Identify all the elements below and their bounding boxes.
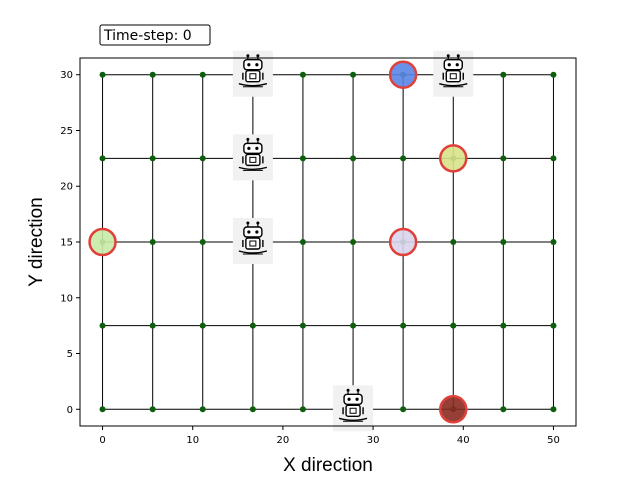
grid-node: [450, 239, 457, 245]
grid-node: [149, 406, 156, 413]
x-axis-label: X direction: [283, 455, 373, 476]
grid-node: [550, 406, 557, 413]
y-tick-label: 10: [60, 293, 73, 304]
grid-node: [199, 155, 206, 162]
grid-node: [500, 406, 507, 413]
grid-node: [500, 239, 507, 245]
y-tick-label: 15: [60, 238, 73, 249]
grid-node: [350, 239, 357, 245]
grid-node: [299, 322, 306, 329]
y-tick-label: 20: [60, 182, 73, 193]
grid-node: [149, 71, 156, 78]
axes: 0 10 20 30 40 50 0 5 10 15 20 25 30: [60, 57, 577, 446]
grid-node: [149, 322, 156, 329]
grid-node: [199, 406, 206, 413]
grid-node: [550, 155, 557, 162]
grid-node: [400, 322, 407, 329]
timestep-text: Time-step: 0: [103, 28, 192, 44]
grid-node: [550, 71, 557, 78]
y-tick-label: 30: [60, 70, 73, 81]
grid-node: [99, 322, 106, 329]
grid-node: [149, 155, 156, 162]
robot-icon: [232, 217, 274, 265]
y-tick-label: 5: [67, 349, 73, 360]
x-tick-label: 20: [277, 435, 290, 446]
grid-node: [99, 406, 106, 413]
grid-node: [500, 155, 507, 162]
grid-node: [199, 71, 206, 78]
y-tick-label: 25: [60, 126, 73, 137]
grid-node: [299, 155, 306, 162]
grid-node: [400, 155, 407, 162]
grid-node: [450, 322, 457, 329]
grid-edges: [102, 74, 554, 410]
grid-node: [550, 322, 557, 329]
x-tick-label: 30: [367, 435, 380, 446]
y-tick-label: 0: [67, 405, 73, 416]
target-circle: [439, 395, 468, 424]
grid-node: [249, 322, 256, 329]
target-circle: [439, 144, 468, 173]
grid-node: [299, 71, 306, 78]
grid-node: [500, 71, 507, 78]
grid-node: [149, 239, 156, 245]
grid-node: [350, 322, 357, 329]
grid-node: [99, 155, 106, 162]
grid-node: [299, 406, 306, 413]
timestep-annotation: Time-step: 0: [99, 24, 211, 46]
grid-node: [199, 322, 206, 329]
grid-node: [350, 71, 357, 78]
y-axis-label: Y direction: [26, 197, 47, 286]
grid-node: [249, 406, 256, 413]
x-tick-label: 50: [547, 435, 560, 446]
grid-node: [299, 239, 306, 245]
target-markers: [88, 60, 468, 424]
target-circle: [388, 60, 418, 89]
grid-node: [400, 406, 407, 413]
grid-node: [199, 239, 206, 245]
target-circle: [88, 227, 117, 257]
grid-node: [500, 322, 507, 329]
x-tick-label: 0: [99, 435, 105, 446]
target-circle: [388, 227, 418, 257]
robot-icon: [332, 384, 374, 432]
grid-node: [350, 155, 357, 162]
grid-node: [99, 71, 106, 78]
robot-icon: [232, 133, 274, 182]
grid-node: [550, 239, 557, 245]
x-tick-label: 40: [457, 435, 470, 446]
x-tick-label: 10: [186, 435, 199, 446]
